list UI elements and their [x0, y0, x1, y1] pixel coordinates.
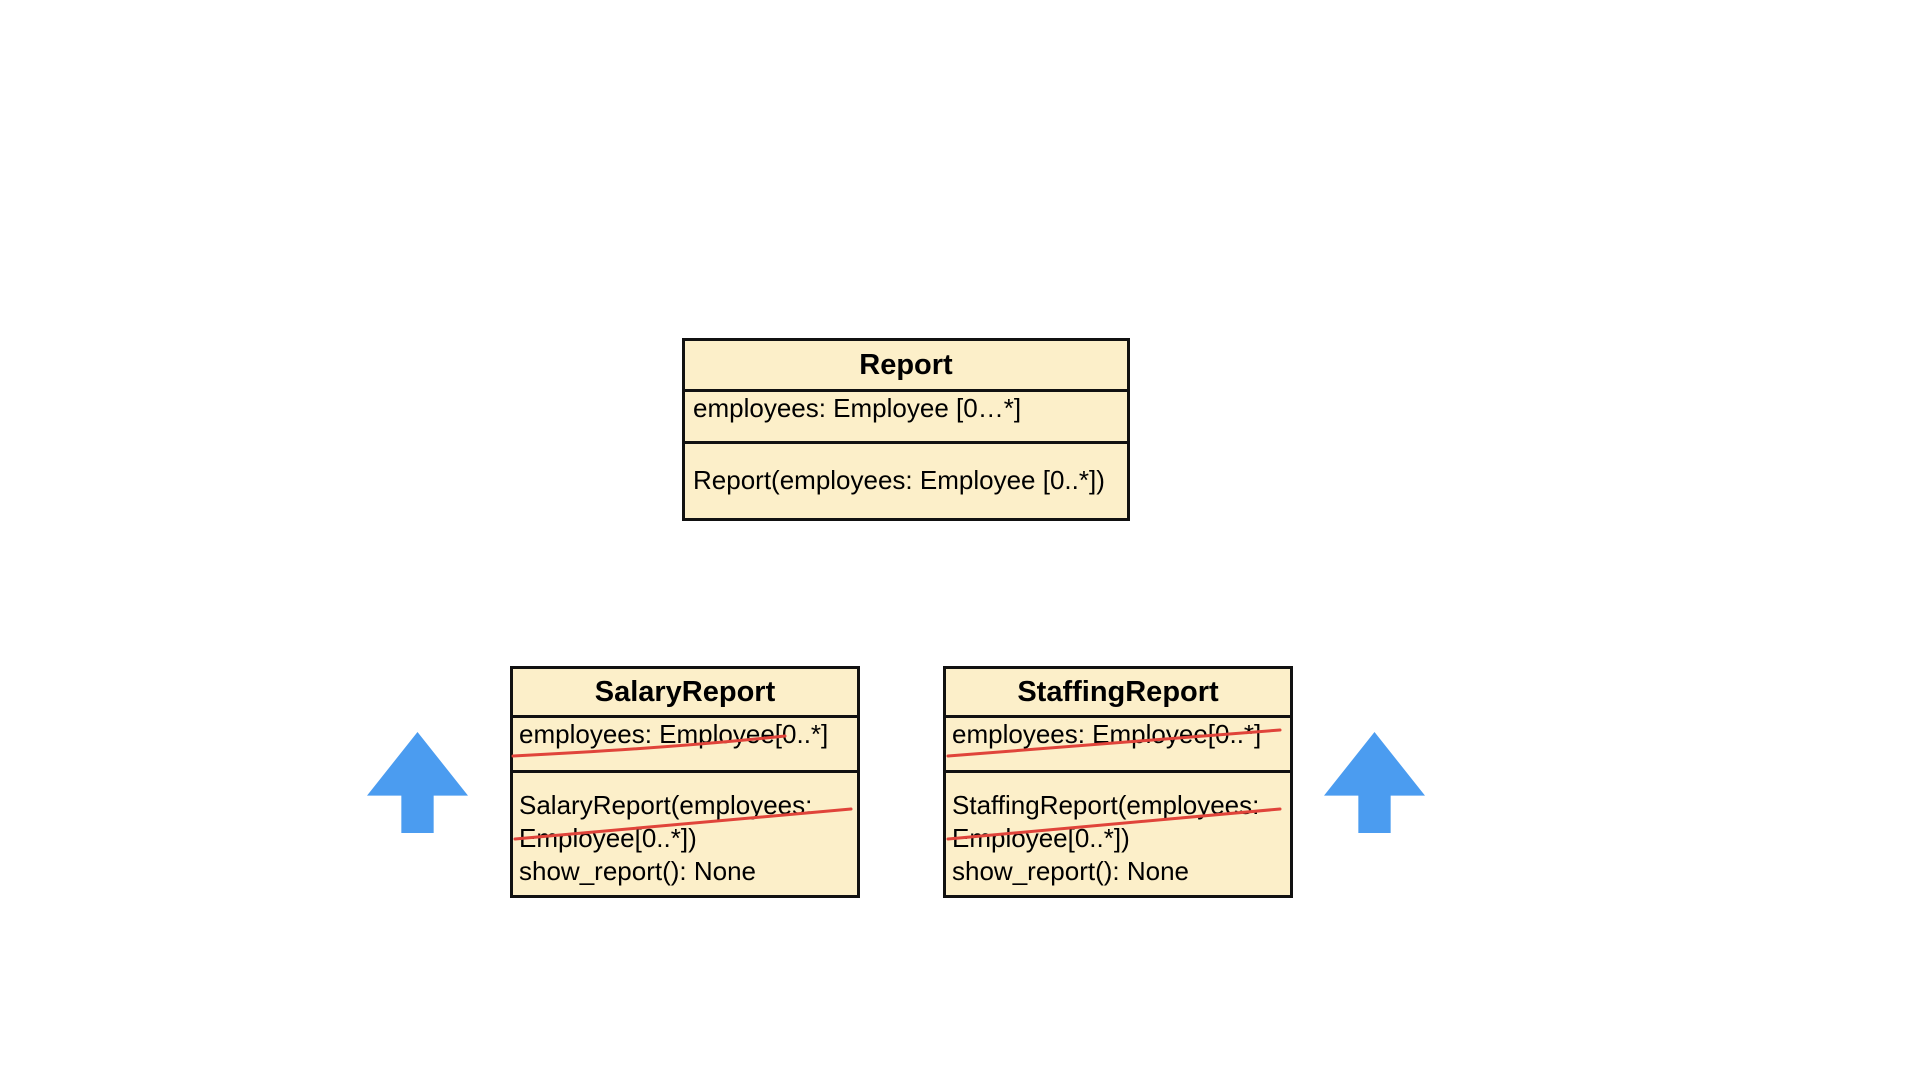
- operation: Report(employees: Employee [0..*]): [693, 465, 1105, 495]
- operation: StaffingReport(employees:: [952, 790, 1260, 820]
- report-class: Report employees: Employee [0…*] Report(…: [682, 338, 1130, 521]
- class-name: StaffingReport: [946, 669, 1290, 718]
- attributes-compartment: employees: Employee[0..*]: [511, 718, 857, 773]
- operation: Employee[0..*]): [952, 823, 1130, 853]
- operation: SalaryReport(employees:: [519, 790, 813, 820]
- operations-compartment: SalaryReport(employees: Employee[0..*]) …: [513, 773, 857, 895]
- operation: show_report(): None: [952, 856, 1189, 886]
- up-arrow-icon: [367, 732, 468, 833]
- class-name: Report: [685, 341, 1127, 392]
- operations-compartment: StaffingReport(employees: Employee[0..*]…: [946, 773, 1290, 895]
- attributes-compartment: employees: Employee[0..*]: [946, 718, 1290, 773]
- operation: show_report(): None: [519, 856, 756, 886]
- staffing-report-class: StaffingReport employees: Employee[0..*]…: [943, 666, 1293, 898]
- attribute: employees: Employee [0…*]: [693, 393, 1022, 423]
- attribute: employees: Employee[0..*]: [952, 719, 1262, 749]
- attributes-compartment: employees: Employee [0…*]: [685, 392, 1127, 444]
- class-name: SalaryReport: [513, 669, 857, 718]
- attribute: employees: Employee[0..*]: [519, 719, 829, 749]
- salary-report-class: SalaryReport employees: Employee[0..*] S…: [510, 666, 860, 898]
- up-arrow-icon: [1324, 732, 1425, 833]
- operations-compartment: Report(employees: Employee [0..*]): [685, 444, 1127, 518]
- operation: Employee[0..*]): [519, 823, 697, 853]
